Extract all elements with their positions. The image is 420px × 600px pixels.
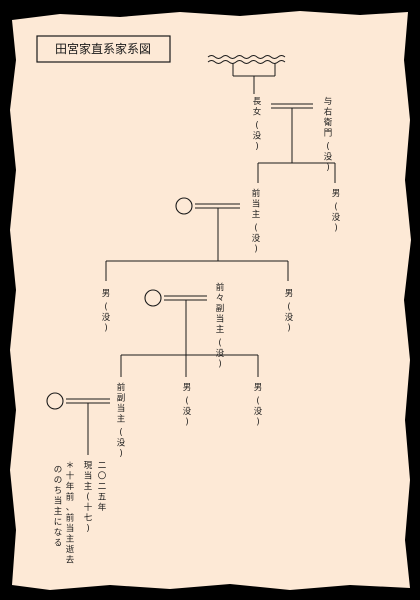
- deceased-mark-former-head: (没): [252, 224, 261, 255]
- person-eldest-daughter: 長女: [253, 97, 262, 118]
- deceased-mark-male-gen2-right: (没): [285, 303, 294, 334]
- deceased-mark-male-gen3-a: (没): [183, 397, 192, 428]
- deceased-mark-former-deputy-head: (没): [117, 428, 126, 459]
- title-box: [36, 35, 171, 63]
- paper-sheet: [10, 11, 411, 590]
- spouse-gen3-circle: [46, 392, 64, 410]
- page-title: 田宮家直系家系図: [55, 41, 151, 56]
- person-male-gen3-a: 男: [183, 383, 192, 393]
- name-labels: 長女 (没) 与右衛門 (没) 男 (没) 前当主 (没) 男 (没) 前々副当主 (没) 男 (没) 前副…: [54, 97, 341, 566]
- person-male-gen2-right: 男: [285, 289, 294, 299]
- person-male-gen2-left: 男: [102, 289, 111, 299]
- year-label: 二〇二五年: [98, 461, 107, 513]
- spouse-gen1-circle: [175, 197, 193, 215]
- deceased-mark-male-gen3-b: (没): [254, 397, 263, 428]
- deceased-mark-male-gen2-left: (没): [102, 303, 111, 334]
- person-male-gen3-b: 男: [254, 383, 263, 393]
- person-male-gen1: 男: [332, 189, 341, 199]
- deceased-mark-male-gen1: (没): [332, 203, 341, 234]
- person-current-head: 現当主(十七): [84, 461, 93, 534]
- deceased-mark-previous-deputy-head: (没): [216, 339, 225, 370]
- ancestral-wave-icon: [207, 55, 286, 64]
- note-line-2: ののち当主になる: [54, 465, 63, 549]
- person-former-head: 前当主: [252, 188, 261, 220]
- person-yoemon: 与右衛門: [324, 97, 333, 139]
- tree-lines: [66, 63, 336, 455]
- person-former-deputy-head: 前副当主: [117, 382, 126, 425]
- note-line-1: ＊十年前、前当主逝去: [66, 461, 75, 566]
- deceased-mark-eldest-daughter: (没): [253, 121, 262, 152]
- person-previous-deputy-head: 前々副当主: [216, 282, 225, 335]
- deceased-mark-yoemon: (没): [324, 142, 333, 173]
- spouse-gen2-circle: [144, 289, 162, 307]
